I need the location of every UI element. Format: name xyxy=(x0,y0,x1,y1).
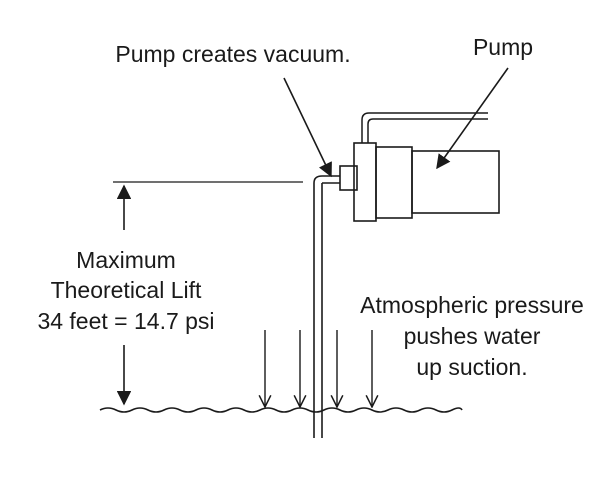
lift-label: Maximum Theoretical Lift 34 feet = 14.7 … xyxy=(37,247,214,334)
atm-label-line-1: Atmospheric pressure xyxy=(360,292,584,318)
pump-motor-coupling xyxy=(375,146,413,219)
pump-label: Pump xyxy=(473,34,533,60)
lift-label-line-2: Theoretical Lift xyxy=(51,277,202,303)
water-surface xyxy=(99,407,463,413)
atmospheric-label: Atmospheric pressure pushes water up suc… xyxy=(360,292,584,380)
pump-motor xyxy=(411,150,500,214)
pump-inlet-flange xyxy=(339,165,358,191)
atm-label-line-3: up suction. xyxy=(416,354,527,380)
pump-discharge-pipe xyxy=(361,112,488,143)
vacuum-label: Pump creates vacuum. xyxy=(115,41,350,67)
pump-leader-arrow xyxy=(436,67,509,170)
atmospheric-pressure-arrows xyxy=(265,330,372,407)
lift-label-line-3: 34 feet = 14.7 psi xyxy=(37,308,214,334)
lift-label-line-1: Maximum xyxy=(76,247,176,273)
vacuum-leader-arrow xyxy=(283,77,332,178)
pump-body xyxy=(339,112,500,222)
suction-pipe xyxy=(313,175,340,438)
atm-label-line-2: pushes water xyxy=(404,323,541,349)
